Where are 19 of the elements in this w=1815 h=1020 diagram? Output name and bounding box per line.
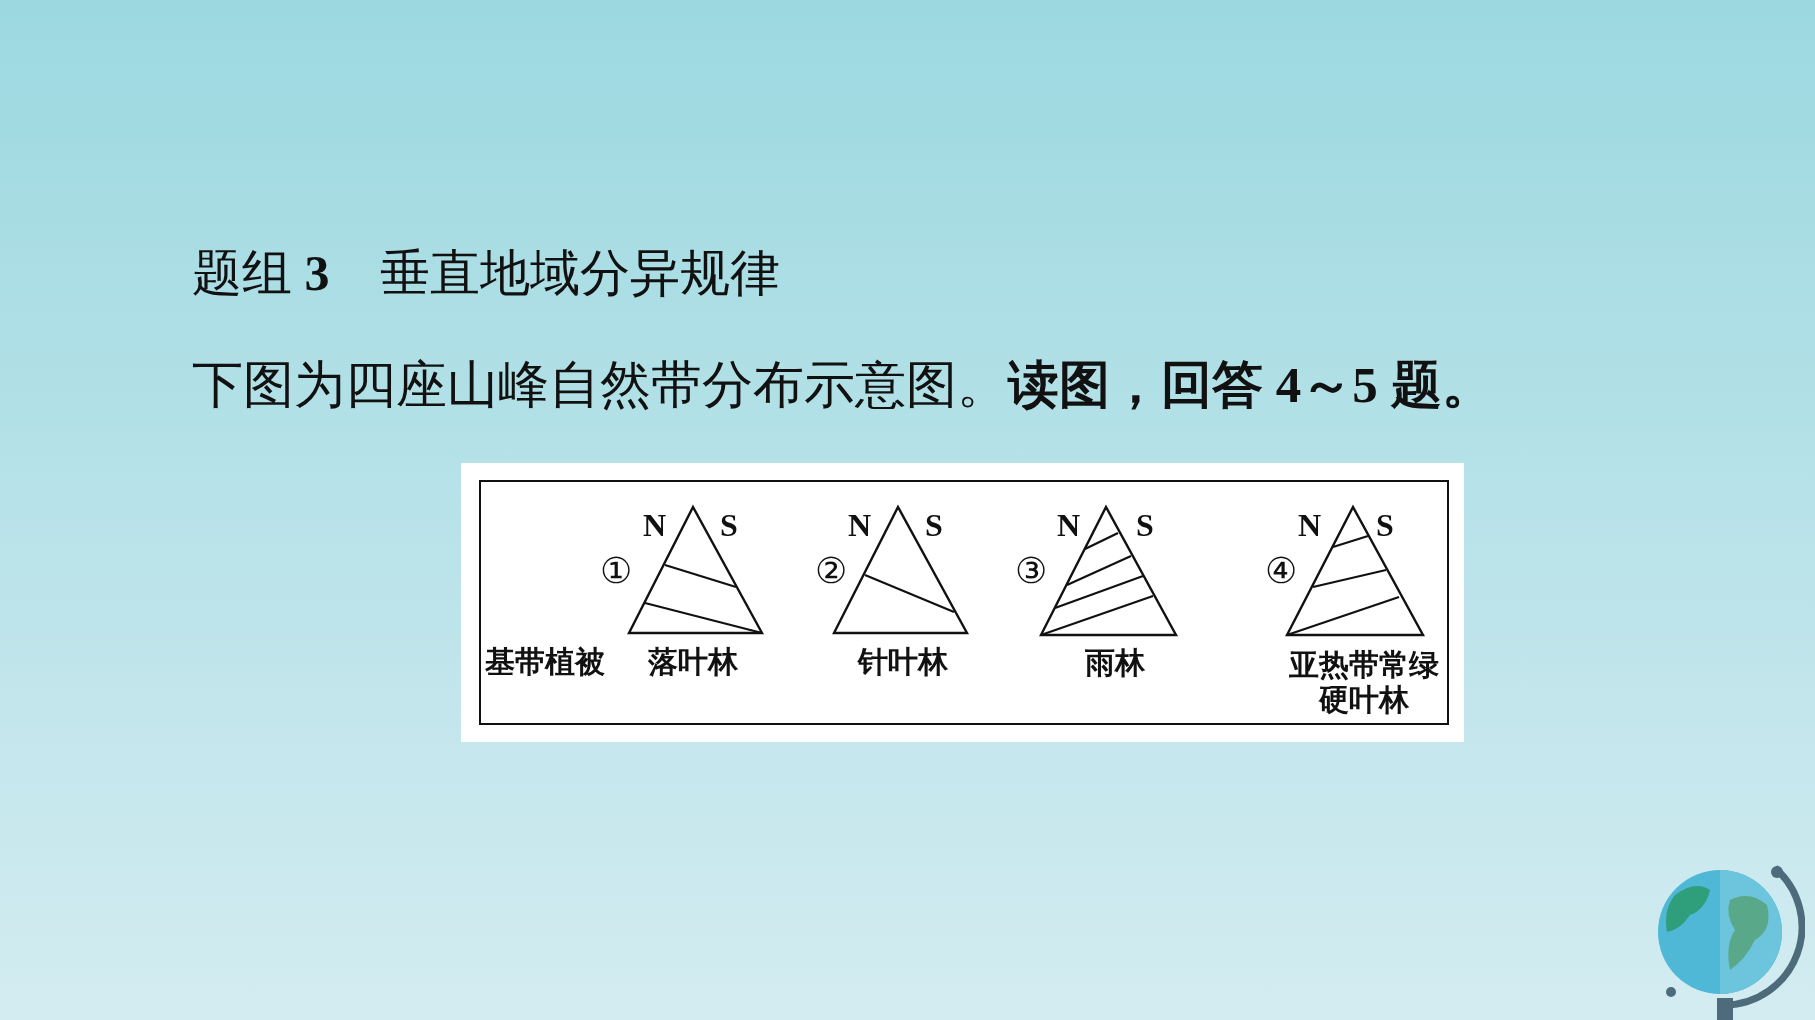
direction-label: N (1298, 508, 1322, 544)
direction-label: S (1136, 508, 1154, 544)
direction-label: N (643, 508, 667, 544)
direction-label: N (1057, 508, 1081, 544)
vegetation-label: 落叶林 (647, 645, 739, 680)
direction-label: S (720, 508, 738, 544)
question-text: 下图为四座山峰自然带分布示意图。读图，回答 4～5 题。 (192, 357, 1493, 414)
vegetation-label: 针叶林 (856, 645, 949, 680)
peak-number: ① (600, 552, 632, 592)
peak-number: ③ (1015, 552, 1047, 592)
peak-number: ④ (1265, 552, 1297, 592)
axis-label: 基带植被 (485, 645, 605, 678)
peak-number: ② (815, 552, 847, 592)
vegetation-label: 亚热带常绿硬叶林 (1288, 648, 1440, 717)
vegetation-label: 雨林 (1084, 646, 1146, 681)
heading: 题组 3 垂直地域分异规律 (192, 246, 780, 301)
direction-label: S (1376, 508, 1394, 544)
direction-label: S (925, 508, 943, 544)
direction-label: N (848, 508, 872, 544)
